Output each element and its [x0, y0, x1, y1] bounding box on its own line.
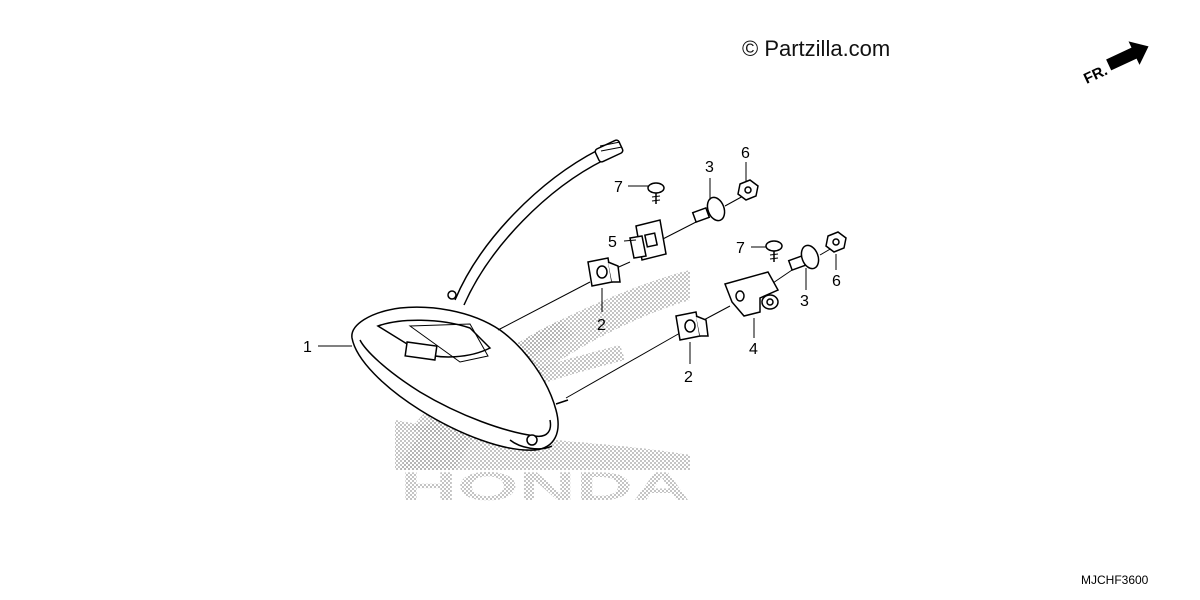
diagram-code: MJCHF3600 — [1081, 573, 1149, 587]
screw-lower — [765, 240, 783, 262]
callout-grommet-upper: 2 — [597, 317, 606, 334]
screw-upper — [647, 182, 665, 204]
front-direction-indicator: FR. — [1081, 41, 1149, 88]
callout-collar-lower: 3 — [800, 293, 809, 310]
direction-label: FR. — [1081, 62, 1110, 88]
callout-nut-lower: 6 — [832, 273, 841, 290]
grommet-lower — [675, 311, 709, 341]
nut-lower — [825, 231, 847, 253]
arrow-right-icon — [1106, 41, 1149, 71]
callout-screw-upper: 7 — [614, 179, 623, 196]
wire-harness — [454, 139, 624, 306]
honda-wordmark: HONDA — [400, 465, 690, 509]
stay-lower — [724, 271, 780, 317]
collar-lower — [787, 244, 820, 272]
grommet-upper — [587, 257, 621, 287]
watermark: © Partzilla.com — [742, 36, 891, 61]
callout-nut-upper: 6 — [741, 145, 750, 162]
callout-grommet-lower: 2 — [684, 369, 693, 386]
callout-labels: 1 2 2 3 3 4 5 6 6 7 7 — [303, 145, 841, 386]
callout-stay-lower: 4 — [749, 341, 758, 358]
tail-lamp-assembly — [351, 290, 569, 451]
nut-upper — [737, 179, 759, 201]
collar-upper — [691, 196, 726, 224]
callout-screw-lower: 7 — [736, 240, 745, 257]
callout-tail-lamp: 1 — [303, 339, 312, 356]
stay-upper — [629, 219, 667, 261]
callout-stay-upper: 5 — [608, 234, 617, 251]
callout-collar-upper: 3 — [705, 159, 714, 176]
callout-leader-lines — [318, 162, 837, 364]
